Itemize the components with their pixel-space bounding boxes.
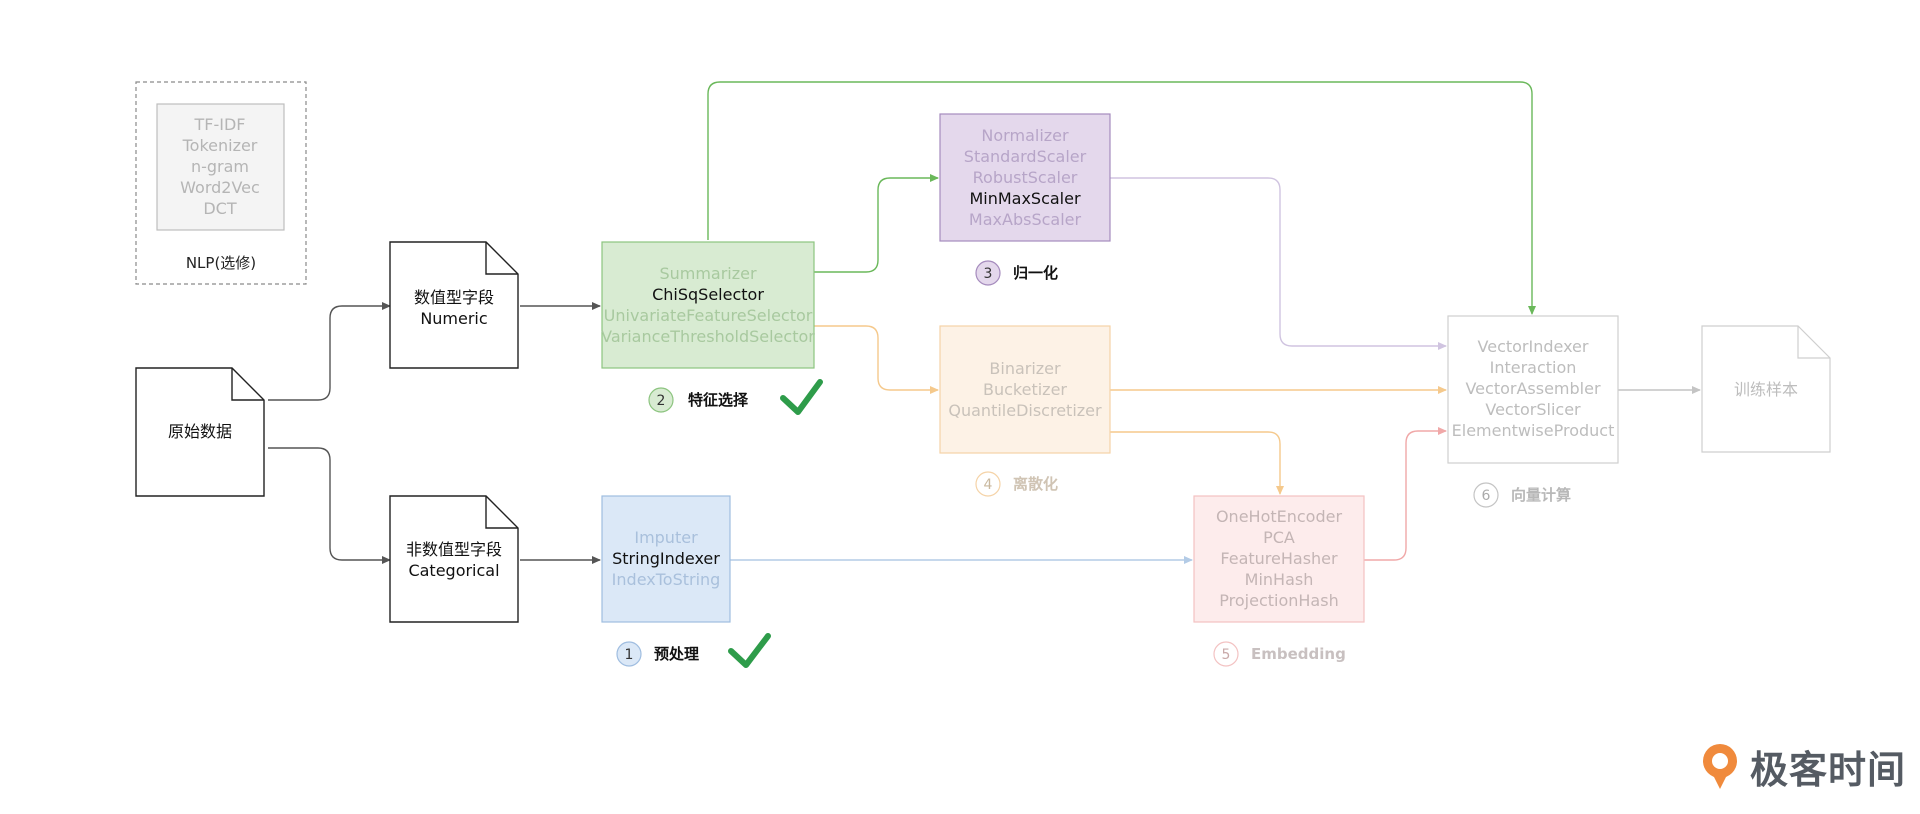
categorical-field-sublabel: Categorical xyxy=(408,561,499,580)
check-icon xyxy=(728,633,771,668)
normalize-item: MinMaxScaler xyxy=(969,189,1081,208)
vector-box xyxy=(1447,315,1619,464)
feature-selection-item: VarianceThresholdSelector xyxy=(601,327,815,346)
embedding-number: 5 xyxy=(1222,647,1231,663)
preprocess-number: 1 xyxy=(625,647,634,663)
embedding-label: Embedding xyxy=(1251,645,1346,663)
preprocess-stage: Imputer StringIndexer IndexToString 1 预处… xyxy=(601,495,771,668)
vector-item: ElementwiseProduct xyxy=(1452,421,1615,440)
raw-data-label: 原始数据 xyxy=(168,422,232,441)
vector-item: Interaction xyxy=(1490,358,1577,377)
normalize-item: StandardScaler xyxy=(964,147,1087,166)
normalize-number-badge xyxy=(975,260,1001,286)
discretize-item: QuantileDiscretizer xyxy=(948,401,1102,420)
numeric-field-fold xyxy=(485,242,518,275)
connectors xyxy=(268,81,1701,564)
check-icon xyxy=(780,379,823,415)
embedding-item: MinHash xyxy=(1245,570,1314,589)
connector-embedding-to-vector xyxy=(1364,427,1447,561)
vector-stage: VectorIndexer Interaction VectorAssemble… xyxy=(1447,315,1619,508)
embedding-number-badge xyxy=(1213,641,1239,667)
embedding-box xyxy=(1193,495,1365,623)
normalize-item: RobustScaler xyxy=(973,168,1078,187)
training-samples-document: 训练样本 xyxy=(1701,325,1831,453)
embedding-item: OneHotEncoder xyxy=(1216,507,1343,526)
connector-feature-selection-to-normalize xyxy=(814,174,939,273)
discretize-stage: Binarizer Bucketizer QuantileDiscretizer… xyxy=(939,325,1111,497)
feature-selection-box xyxy=(601,241,815,369)
numeric-field-sublabel: Numeric xyxy=(420,309,487,328)
connector-raw-to-categorical xyxy=(268,447,391,564)
categorical-field-shape xyxy=(389,495,519,623)
categorical-field-label: 非数值型字段 xyxy=(406,540,502,559)
feature-selection-item: Summarizer xyxy=(659,264,757,283)
feature-selection-number-badge xyxy=(648,387,674,413)
feature-selection-stage: Summarizer ChiSqSelector UnivariateFeatu… xyxy=(601,241,823,415)
discretize-item: Binarizer xyxy=(989,359,1061,378)
nlp-item: n-gram xyxy=(191,157,249,176)
connector-feature-selection-to-vector xyxy=(707,81,1536,315)
vector-item: VectorAssembler xyxy=(1465,379,1600,398)
discretize-box xyxy=(939,325,1111,454)
connector-discretize-to-embedding xyxy=(1110,431,1284,495)
preprocess-number-badge xyxy=(616,641,642,667)
raw-data-fold xyxy=(231,368,264,401)
training-samples-fold xyxy=(1797,326,1830,359)
preprocess-box xyxy=(601,495,731,623)
numeric-field-document: 数值型字段 Numeric xyxy=(389,241,519,369)
nlp-dashed-frame xyxy=(135,81,307,285)
feature-selection-label: 特征选择 xyxy=(688,391,749,409)
normalize-item: Normalizer xyxy=(981,126,1069,145)
discretize-number: 4 xyxy=(984,477,993,493)
numeric-field-label: 数值型字段 xyxy=(414,288,494,307)
preprocess-label: 预处理 xyxy=(654,645,699,663)
raw-data-document: 原始数据 xyxy=(135,367,265,497)
preprocess-item: Imputer xyxy=(634,528,698,547)
nlp-item: Tokenizer xyxy=(182,136,258,155)
vector-number: 6 xyxy=(1482,488,1491,504)
embedding-stage: OneHotEncoder PCA FeatureHasher MinHash … xyxy=(1193,495,1365,667)
training-samples-label: 训练样本 xyxy=(1734,380,1798,399)
connector-normalize-to-vector xyxy=(1110,177,1447,350)
connector-feature-selection-to-discretize xyxy=(814,325,939,394)
connector-raw-to-numeric xyxy=(268,302,391,401)
normalize-item: MaxAbsScaler xyxy=(969,210,1082,229)
nlp-label: NLP(选修) xyxy=(186,254,256,272)
vector-number-badge xyxy=(1473,482,1499,508)
normalize-label: 归一化 xyxy=(1013,264,1058,282)
discretize-number-badge xyxy=(975,471,1001,497)
discretize-label: 离散化 xyxy=(1013,475,1058,493)
nlp-item: Word2Vec xyxy=(180,178,260,197)
nlp-box xyxy=(156,103,285,231)
brand-name: 极客时间 xyxy=(1750,747,1907,792)
vector-item: VectorSlicer xyxy=(1485,400,1581,419)
nlp-item: TF-IDF xyxy=(194,115,246,134)
preprocess-item: IndexToString xyxy=(612,570,721,589)
categorical-field-document: 非数值型字段 Categorical xyxy=(389,495,519,623)
categorical-field-fold xyxy=(485,496,518,529)
normalize-number: 3 xyxy=(984,266,993,282)
preprocess-item: StringIndexer xyxy=(612,549,720,568)
embedding-item: PCA xyxy=(1263,528,1295,547)
vector-item: VectorIndexer xyxy=(1478,337,1589,356)
brand-mark-icon xyxy=(1703,744,1737,789)
feature-selection-number: 2 xyxy=(657,393,666,409)
feature-selection-item: UnivariateFeatureSelector xyxy=(604,306,813,325)
discretize-item: Bucketizer xyxy=(983,380,1067,399)
normalize-stage: Normalizer StandardScaler RobustScaler M… xyxy=(939,113,1111,286)
embedding-item: ProjectionHash xyxy=(1219,591,1338,610)
vector-label: 向量计算 xyxy=(1511,486,1571,504)
brand-logo: 极客时间 xyxy=(1698,738,1908,794)
embedding-item: FeatureHasher xyxy=(1220,549,1338,568)
normalize-box xyxy=(939,113,1111,242)
feature-selection-item: ChiSqSelector xyxy=(652,285,764,304)
nlp-group: TF-IDF Tokenizer n-gram Word2Vec DCT NLP… xyxy=(135,81,307,285)
nlp-item: DCT xyxy=(203,199,236,218)
